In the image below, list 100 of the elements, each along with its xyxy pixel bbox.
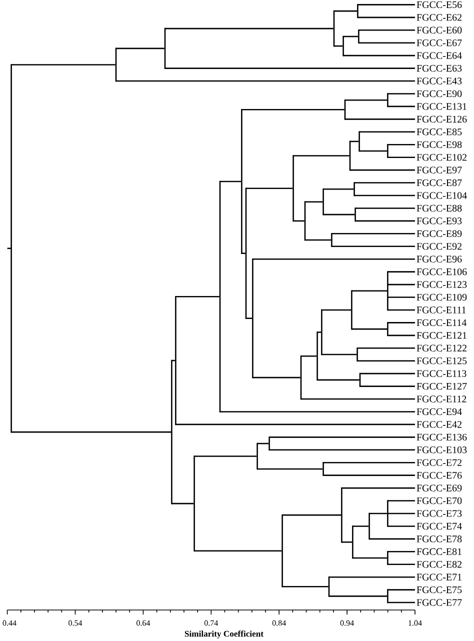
branch-line <box>358 16 415 18</box>
branch-line <box>165 28 334 30</box>
sample-label: FGCC-E42 <box>416 421 462 428</box>
branch-line <box>242 252 246 254</box>
sample-label: FGCC-E88 <box>416 204 462 212</box>
sample-label: FGCC-E60 <box>416 26 462 34</box>
sample-label: FGCC-E106 <box>416 268 467 276</box>
sample-label: FGCC-E78 <box>416 536 462 542</box>
sample-label: FGCC-E103 <box>416 446 467 454</box>
branch-line <box>322 309 352 311</box>
sample-label: FGCC-E131 <box>416 103 466 110</box>
sample-label: FGCC-E98 <box>416 141 462 148</box>
branch-line <box>172 502 194 504</box>
sample-label: FGCC-E90 <box>416 90 462 98</box>
branch-line <box>359 150 388 152</box>
branch-line <box>323 188 354 190</box>
sample-label: FGCC-E64 <box>416 52 462 59</box>
branch-line <box>194 456 257 457</box>
branch-line <box>352 557 388 559</box>
branch-line <box>388 156 415 158</box>
sample-label: FGCC-E69 <box>416 484 462 492</box>
sample-label: FGCC-E73 <box>416 510 462 517</box>
tick-label: 0.54 <box>68 620 82 626</box>
sample-label: FGCC-E127 <box>416 382 467 390</box>
branch-line <box>11 64 116 66</box>
sample-label: FGCC-E76 <box>416 472 462 479</box>
sample-label: FGCC-E43 <box>416 78 462 84</box>
branch-line <box>388 526 415 527</box>
branch-line <box>352 526 369 527</box>
branch-line <box>358 30 415 31</box>
branch-line <box>257 468 323 470</box>
branch-line <box>252 376 300 378</box>
branch-line <box>246 188 293 189</box>
branch-line <box>388 551 415 552</box>
sample-label: FGCC-E89 <box>416 230 462 238</box>
branch-line <box>350 140 359 142</box>
sample-label: FGCC-E82 <box>416 561 462 568</box>
branch-line <box>357 347 415 349</box>
sample-label: FGCC-E126 <box>416 116 467 123</box>
branch-line <box>269 449 415 451</box>
sample-label: FGCC-E125 <box>416 358 467 364</box>
tick-label: 0.94 <box>340 620 354 626</box>
branch-line <box>355 220 415 222</box>
sample-label: FGCC-E74 <box>416 522 462 530</box>
branch-line <box>116 48 164 50</box>
branch-line <box>342 487 415 489</box>
branch-line <box>220 411 415 412</box>
branch-line <box>323 474 415 476</box>
axis-title: Similarity Coefficient <box>184 630 264 638</box>
sample-label: FGCC-E121 <box>416 332 466 339</box>
branch-line <box>246 318 252 319</box>
branch-line <box>317 379 360 381</box>
sample-label: FGCC-E94 <box>416 408 462 416</box>
tick-label: 0.44 <box>2 620 16 626</box>
branch-line <box>269 436 415 438</box>
branch-line <box>176 424 415 426</box>
branch-line <box>355 208 415 209</box>
branch-line <box>388 512 415 514</box>
branch-line <box>388 296 415 298</box>
branch-line <box>360 386 415 387</box>
branch-line <box>388 602 415 604</box>
branch-line <box>305 201 323 203</box>
branch-line <box>345 118 415 120</box>
branch-line <box>350 169 415 171</box>
branch-line <box>358 42 415 44</box>
branch-line <box>220 180 242 182</box>
sample-label: FGCC-E71 <box>416 574 462 580</box>
branch-line <box>343 54 415 56</box>
sample-label: FGCC-E70 <box>416 497 462 504</box>
branch-line <box>354 194 415 196</box>
sample-label: FGCC-E72 <box>416 459 462 466</box>
branch-line <box>357 360 415 362</box>
branch-line <box>301 355 317 357</box>
sample-label: FGCC-E114 <box>416 319 467 326</box>
branch-line <box>323 462 415 464</box>
branch-line <box>293 220 304 222</box>
branch-line <box>388 334 415 336</box>
sample-label: FGCC-E81 <box>416 548 462 556</box>
branch-line <box>388 564 415 566</box>
branch-line <box>388 93 415 94</box>
tick-label: 0.74 <box>204 620 218 626</box>
branch-line <box>388 322 415 324</box>
branch-line <box>334 45 343 47</box>
sample-label: FGCC-E56 <box>416 1 462 8</box>
sample-label: FGCC-E63 <box>416 64 462 72</box>
branch-line <box>305 239 332 241</box>
branch-line <box>282 514 342 516</box>
tick-label: 0.64 <box>136 620 150 626</box>
branch-line <box>282 586 328 588</box>
sample-label: FGCC-E87 <box>416 179 462 186</box>
branch-line <box>194 550 282 552</box>
branch-line <box>334 10 358 12</box>
branch-line <box>388 106 415 108</box>
branch-line <box>369 538 415 540</box>
branch-line <box>388 284 415 286</box>
branch-line <box>317 332 322 333</box>
sample-label: FGCC-E62 <box>416 14 462 21</box>
sample-label: FGCC-E92 <box>416 243 462 250</box>
sample-label: FGCC-E112 <box>416 396 466 402</box>
branch-line <box>358 4 415 6</box>
